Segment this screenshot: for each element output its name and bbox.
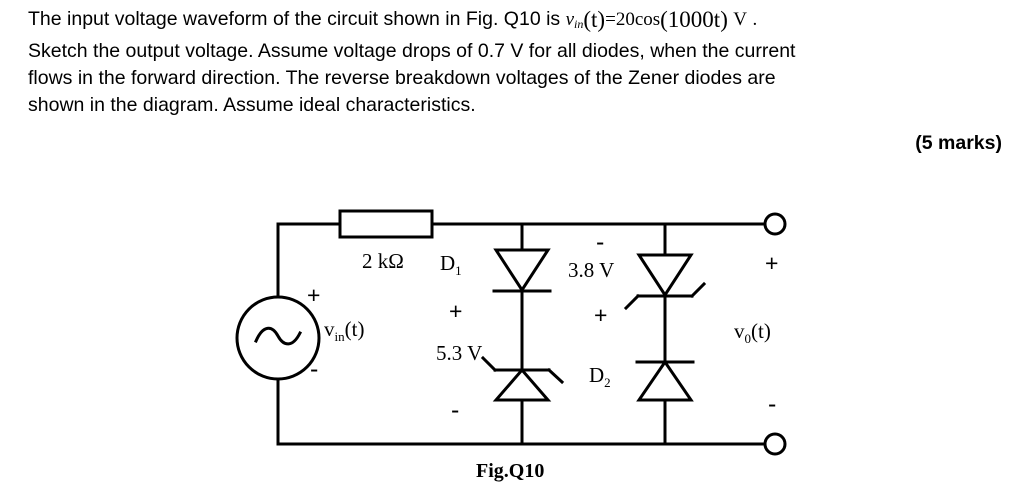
zener-2-minus-sign: -: [596, 228, 605, 256]
resistor-label: 2 kΩ: [362, 249, 404, 273]
zener-1-minus-sign: -: [451, 396, 460, 424]
zener-2-voltage-label: 3.8 V: [568, 258, 615, 282]
output-voltage-label: v0(t): [734, 319, 771, 347]
diode-d2-label: D2: [589, 363, 611, 391]
formula-unit: V: [733, 9, 748, 30]
zener-2-bar-bend-right: [689, 281, 707, 299]
question-text-block: The input voltage waveform of the circui…: [28, 6, 996, 119]
question-line-3: flows in the forward direction. The reve…: [28, 67, 776, 89]
formula-period: .: [752, 9, 758, 30]
zener-1-voltage-label: 5.3 V: [436, 341, 483, 365]
figure-caption: Fig.Q10: [476, 460, 545, 482]
marks-label: (5 marks): [915, 132, 1002, 154]
question-line-4: shown in the diagram. Assume ideal chara…: [28, 94, 476, 116]
output-terminal-bottom: [763, 432, 787, 456]
zener-1-bar-bend-left: [480, 355, 498, 373]
question-line-2: Sketch the output voltage. Assume voltag…: [28, 40, 796, 62]
formula-cos: cos: [634, 9, 661, 30]
question-line-1: The input voltage waveform of the circui…: [28, 6, 996, 38]
formula-v-subscript: in: [574, 17, 584, 31]
source-plus-sign: +: [307, 282, 321, 308]
ac-source-sine-icon: [254, 326, 303, 346]
diode-d2-triangle-icon: [636, 359, 694, 402]
question-line-1-text: The input voltage waveform of the circui…: [28, 8, 561, 30]
formula-argument: (1000t): [660, 7, 728, 32]
zener-1-plus-sign: +: [449, 298, 463, 324]
formula-v: v: [565, 9, 575, 30]
source-minus-sign: -: [310, 355, 319, 383]
zener-2-plus-sign: +: [594, 302, 608, 328]
output-minus-sign: -: [768, 390, 777, 418]
diode-d1-triangle-icon: [493, 248, 551, 293]
formula-amplitude: 20: [615, 9, 635, 30]
zener-1-bar-bend-right: [546, 367, 565, 385]
diode-d1-label: D1: [440, 251, 462, 279]
output-terminal-top: [763, 212, 787, 236]
source-label: vin(t): [324, 317, 365, 345]
output-plus-sign: +: [765, 250, 779, 276]
formula-equals: =: [605, 9, 616, 30]
formula-of-t: (t): [583, 7, 606, 32]
zener-2-triangle-icon: [636, 253, 694, 298]
zener-1-triangle-icon: [492, 367, 552, 402]
zener-2-bar-bend-left: [623, 293, 641, 311]
resistor-body: [338, 209, 434, 239]
